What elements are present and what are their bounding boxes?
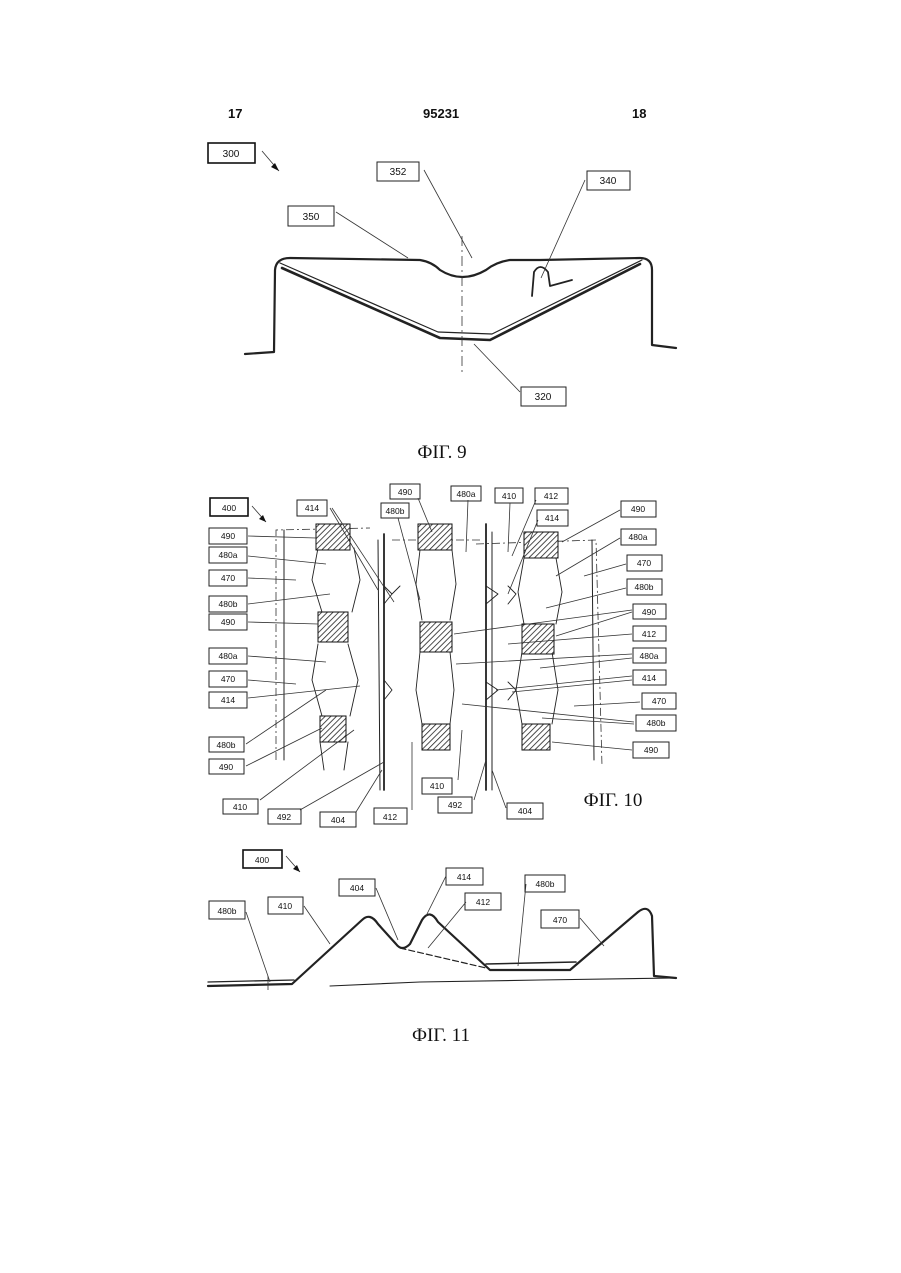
fig9-label-340: 340 [541, 171, 630, 278]
reference-label: 480b [647, 718, 666, 728]
fig10-hatch-pad [422, 724, 450, 750]
fig10-hatch-pad [318, 612, 348, 642]
fig10-column-middle [384, 524, 498, 750]
fig9-label-320: 320 [474, 344, 566, 406]
reference-label: 490 [642, 607, 656, 617]
reference-label: 470 [652, 696, 666, 706]
reference-label: 404 [331, 815, 345, 825]
reference-label: 340 [600, 176, 617, 187]
reference-label: 404 [350, 883, 364, 893]
reference-label: 300 [223, 149, 240, 160]
reference-label: 414 [642, 673, 656, 683]
reference-label: 470 [221, 674, 235, 684]
reference-label: 480a [457, 489, 476, 499]
reference-label: 414 [305, 503, 319, 513]
fig10-column-right [508, 532, 562, 750]
reference-label: 490 [221, 617, 235, 627]
reference-label: 412 [642, 629, 656, 639]
fig11-label-400: 400 [243, 850, 300, 872]
fig10-caption: ФІГ. 10 [584, 790, 643, 811]
figure-9: 300 352 340 350 320 ФІГ. 9 [208, 143, 676, 463]
reference-label: 480b [536, 879, 555, 889]
fig10-hatch-pad [522, 724, 550, 750]
fig10-label-400: 400 [210, 498, 266, 522]
reference-label: 400 [222, 503, 236, 513]
reference-label: 480b [218, 906, 237, 916]
reference-label: 412 [383, 812, 397, 822]
reference-label: 414 [221, 695, 235, 705]
reference-label: 410 [502, 491, 516, 501]
reference-label: 350 [303, 212, 320, 223]
fig10-hatch-pad [418, 524, 452, 550]
fig10-labels-bottom: 410 492 404 412 410 492 404 [223, 730, 543, 827]
reference-label: 480b [386, 506, 405, 516]
fig10-hatch-pad [420, 622, 452, 652]
reference-label: 480a [629, 532, 648, 542]
reference-label: 320 [535, 392, 552, 403]
reference-label: 352 [390, 167, 407, 178]
figure-11: 400 480b 410 404 414 412 480b 470 ФІГ. 1… [208, 850, 676, 1046]
reference-label: 412 [476, 897, 490, 907]
reference-label: 400 [255, 855, 269, 865]
reference-label: 414 [457, 872, 471, 882]
reference-label: 492 [277, 812, 291, 822]
fig10-labels-right: 490 480a 470 480b 490 412 480a 414 470 4… [454, 501, 676, 758]
reference-label: 470 [221, 573, 235, 583]
reference-label: 490 [644, 745, 658, 755]
reference-label: 490 [219, 762, 233, 772]
reference-label: 412 [544, 491, 558, 501]
reference-label: 480a [640, 651, 659, 661]
fig11-labels: 480b 410 404 414 412 480b 470 [209, 868, 604, 982]
reference-label: 490 [221, 531, 235, 541]
fig9-label-352: 352 [377, 162, 472, 258]
reference-label: 414 [545, 513, 559, 523]
reference-label: 480b [219, 599, 238, 609]
fig10-column-left [312, 524, 360, 770]
fig9-label-300: 300 [208, 143, 279, 171]
fig9-caption: ФІГ. 9 [417, 442, 466, 463]
reference-label: 480a [219, 550, 238, 560]
reference-label: 404 [518, 806, 532, 816]
reference-label: 480b [217, 740, 236, 750]
reference-label: 470 [637, 558, 651, 568]
figure-10: 400 414 490 480b 480a 410 412 414 490 48… [209, 484, 676, 827]
reference-label: 490 [398, 487, 412, 497]
reference-label: 410 [278, 901, 292, 911]
fig9-label-350: 350 [288, 206, 408, 258]
fig10-hatch-pad [524, 532, 558, 558]
reference-label: 480a [219, 651, 238, 661]
fig11-caption: ФІГ. 11 [412, 1025, 470, 1046]
fig9-profile [245, 236, 676, 372]
reference-label: 490 [631, 504, 645, 514]
reference-label: 410 [233, 802, 247, 812]
fig10-hatch-pad [522, 624, 554, 654]
fig10-hatch-pad [320, 716, 346, 742]
reference-label: 470 [553, 915, 567, 925]
reference-label: 410 [430, 781, 444, 791]
reference-label: 480b [635, 582, 654, 592]
fig11-profile [208, 909, 676, 990]
reference-label: 492 [448, 800, 462, 810]
